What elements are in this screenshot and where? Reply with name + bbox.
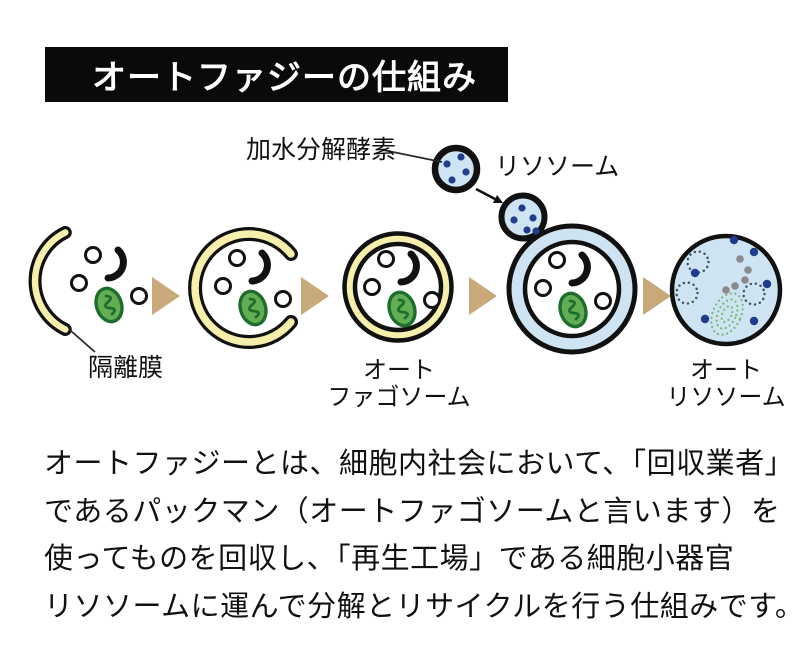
degraded-fragment-dot: [741, 276, 749, 284]
degraded-fragment-dot: [722, 286, 730, 294]
autolysosome-label-line2: リソソーム: [666, 384, 785, 411]
stage-1-isolation-membrane: [28, 226, 147, 336]
lysosome-fusion-arrow: [475, 187, 503, 203]
enzyme-dot: [523, 226, 531, 234]
degraded-fragment-dot: [736, 255, 744, 263]
cell-contents: [216, 251, 291, 329]
stage-arrow-2: [301, 277, 329, 315]
enzyme-dot: [462, 168, 470, 176]
enzyme-dot: [443, 160, 451, 168]
description-line-4: リソソームに運んで分解とリサイクルを行う仕組みです。: [44, 590, 800, 623]
stage-arrow-3: [469, 277, 497, 315]
description-line-3: 使ってものを回収し、「再生工場」である細胞小器官: [44, 543, 735, 575]
autophagosome-label-line1: オート: [363, 357, 435, 384]
stage-5-autolysosome: [669, 233, 783, 347]
cell-contents: [72, 248, 147, 326]
stage-2-elongation: [188, 227, 298, 349]
stage-4-fusion: [498, 192, 638, 355]
enzyme-dot: [448, 176, 456, 184]
stage-arrow-1: [152, 277, 180, 315]
enzyme-dot: [729, 235, 739, 245]
degraded-mitochondrion: [710, 292, 744, 336]
title-banner: オートファジーの仕組み: [45, 47, 508, 102]
degraded-vesicle: [675, 281, 699, 305]
enzyme-dot: [510, 216, 518, 224]
autolysosome-label-line1: オート: [690, 357, 762, 384]
autophagosome-label-line2: ファゴソーム: [327, 384, 470, 411]
enzyme-dot: [700, 314, 710, 324]
description-paragraph: オートファジーとは、細胞内社会において、「回収業者」 であるパックマン（オートフ…: [44, 441, 800, 631]
enzyme-dot: [749, 316, 759, 326]
lysosome-vesicle: [431, 144, 481, 194]
page-title: オートファジーの仕組み: [92, 59, 477, 97]
lysosome-circle: [431, 144, 481, 194]
description-line-2: であるパックマン（オートファゴソームと言います）を: [44, 495, 781, 528]
isolation-membrane-label: 隔離膜: [88, 354, 163, 382]
enzyme-dot: [690, 268, 700, 278]
stage-3-autophagosome: [342, 231, 454, 343]
enzyme-dot: [518, 204, 526, 212]
enzyme-dot: [762, 279, 772, 289]
degraded-vesicle: [742, 282, 766, 306]
enzyme-dot: [529, 214, 537, 222]
membrane-pointer-line: [70, 330, 96, 353]
enzyme-dot: [749, 247, 759, 257]
description-line-1: オートファジーとは、細胞内社会において、「回収業者」: [44, 448, 795, 480]
lysosome-label: リソソーム: [495, 153, 619, 181]
degraded-fragment-dot: [744, 266, 752, 274]
fusing-lysosome: [498, 192, 548, 242]
enzyme-dot: [532, 227, 540, 235]
stage-arrow-4: [643, 277, 671, 315]
enzyme-dot: [457, 153, 465, 161]
enzyme-label: 加水分解酵素: [246, 136, 396, 164]
enzyme-pointer-line: [382, 149, 443, 163]
degraded-fragment-dot: [731, 282, 739, 290]
